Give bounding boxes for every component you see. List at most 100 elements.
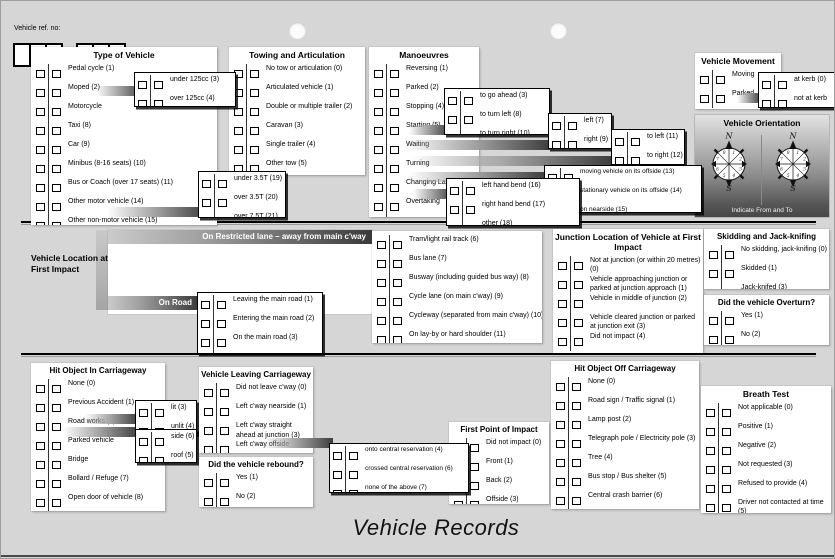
checkbox[interactable] bbox=[709, 250, 718, 260]
checkbox[interactable] bbox=[466, 224, 475, 225]
checkbox[interactable] bbox=[778, 80, 787, 89]
checkbox[interactable] bbox=[572, 496, 581, 506]
checkbox[interactable] bbox=[568, 121, 577, 130]
checkbox[interactable] bbox=[36, 183, 45, 193]
checkbox[interactable] bbox=[709, 335, 718, 345]
checkbox[interactable] bbox=[138, 99, 147, 106]
checkbox[interactable] bbox=[558, 337, 567, 347]
checkbox[interactable] bbox=[36, 164, 45, 174]
checkbox[interactable] bbox=[36, 498, 45, 508]
checkbox[interactable] bbox=[52, 183, 61, 193]
checkbox[interactable] bbox=[36, 145, 45, 155]
checkbox[interactable] bbox=[154, 99, 163, 106]
checkbox[interactable] bbox=[217, 338, 226, 347]
checkbox[interactable] bbox=[762, 80, 771, 89]
checkbox[interactable] bbox=[36, 479, 45, 489]
checkbox[interactable] bbox=[556, 496, 565, 506]
checkbox[interactable] bbox=[706, 427, 715, 437]
checkbox[interactable] bbox=[374, 183, 383, 193]
checkbox[interactable] bbox=[722, 465, 731, 475]
checkbox[interactable] bbox=[615, 137, 624, 146]
checkbox[interactable] bbox=[556, 420, 565, 430]
checkbox[interactable] bbox=[220, 478, 229, 488]
checkbox[interactable] bbox=[390, 164, 399, 174]
checkbox[interactable] bbox=[52, 441, 61, 451]
checkbox[interactable] bbox=[709, 269, 718, 279]
checkbox[interactable] bbox=[574, 318, 583, 328]
checkbox[interactable] bbox=[464, 135, 473, 136]
checkbox[interactable] bbox=[722, 408, 731, 418]
checkbox[interactable] bbox=[393, 316, 402, 325]
checkbox[interactable] bbox=[558, 261, 567, 271]
checkbox[interactable] bbox=[204, 388, 213, 398]
checkbox[interactable] bbox=[139, 437, 148, 446]
checkbox[interactable] bbox=[466, 186, 475, 195]
checkbox[interactable] bbox=[377, 316, 386, 325]
checkbox[interactable] bbox=[556, 382, 565, 392]
checkbox[interactable] bbox=[722, 427, 731, 437]
checkbox[interactable] bbox=[454, 500, 463, 504]
checkbox[interactable] bbox=[52, 221, 61, 225]
checkbox[interactable] bbox=[234, 107, 243, 117]
checkbox[interactable] bbox=[393, 259, 402, 268]
compass-rose-from[interactable]: N S 1 2 3 4 5 6 7 8 bbox=[703, 130, 755, 192]
checkbox[interactable] bbox=[374, 164, 383, 174]
checkbox[interactable] bbox=[393, 240, 402, 249]
checkbox[interactable] bbox=[556, 477, 565, 487]
checkbox[interactable] bbox=[204, 497, 213, 507]
checkbox[interactable] bbox=[220, 426, 229, 436]
checkbox[interactable] bbox=[36, 460, 45, 470]
checkbox[interactable] bbox=[139, 408, 148, 417]
checkbox[interactable] bbox=[374, 69, 383, 79]
checkbox[interactable] bbox=[250, 88, 259, 98]
checkbox[interactable] bbox=[333, 489, 342, 492]
checkbox[interactable] bbox=[631, 137, 640, 146]
checkbox[interactable] bbox=[349, 470, 358, 479]
checkbox[interactable] bbox=[201, 319, 210, 328]
checkbox[interactable] bbox=[36, 403, 45, 413]
checkbox[interactable] bbox=[558, 280, 567, 290]
checkbox[interactable] bbox=[448, 115, 457, 124]
checkbox[interactable] bbox=[52, 479, 61, 489]
checkbox[interactable] bbox=[470, 500, 479, 504]
checkbox[interactable] bbox=[155, 456, 164, 462]
checkbox[interactable] bbox=[52, 164, 61, 174]
checkbox[interactable] bbox=[558, 318, 567, 328]
checkbox[interactable] bbox=[556, 458, 565, 468]
checkbox[interactable] bbox=[220, 407, 229, 417]
checkbox[interactable] bbox=[218, 198, 227, 207]
checkbox[interactable] bbox=[36, 107, 45, 117]
checkbox[interactable] bbox=[218, 179, 227, 188]
checkbox[interactable] bbox=[725, 269, 734, 279]
checkbox[interactable] bbox=[464, 96, 473, 105]
checkbox[interactable] bbox=[393, 335, 402, 343]
checkbox[interactable] bbox=[390, 183, 399, 193]
checkbox[interactable] bbox=[202, 179, 211, 188]
checkbox[interactable] bbox=[700, 75, 709, 85]
checkbox[interactable] bbox=[448, 96, 457, 105]
checkbox[interactable] bbox=[572, 439, 581, 449]
checkbox[interactable] bbox=[377, 297, 386, 306]
checkbox[interactable] bbox=[52, 460, 61, 470]
checkbox[interactable] bbox=[374, 88, 383, 98]
checkbox[interactable] bbox=[762, 99, 771, 107]
checkbox[interactable] bbox=[36, 202, 45, 212]
checkbox[interactable] bbox=[706, 503, 715, 513]
checkbox[interactable] bbox=[377, 259, 386, 268]
checkbox[interactable] bbox=[204, 478, 213, 488]
checkbox[interactable] bbox=[250, 69, 259, 79]
checkbox[interactable] bbox=[250, 145, 259, 155]
checkbox[interactable] bbox=[722, 446, 731, 456]
checkbox[interactable] bbox=[552, 140, 561, 148]
checkbox[interactable] bbox=[390, 145, 399, 155]
checkbox[interactable] bbox=[52, 384, 61, 394]
checkbox[interactable] bbox=[204, 407, 213, 417]
checkbox[interactable] bbox=[377, 335, 386, 343]
checkbox[interactable] bbox=[52, 126, 61, 136]
checkbox[interactable] bbox=[201, 338, 210, 347]
checkbox[interactable] bbox=[52, 498, 61, 508]
checkbox[interactable] bbox=[450, 186, 459, 195]
checkbox[interactable] bbox=[722, 484, 731, 494]
checkbox[interactable] bbox=[716, 94, 725, 104]
checkbox[interactable] bbox=[470, 481, 479, 491]
